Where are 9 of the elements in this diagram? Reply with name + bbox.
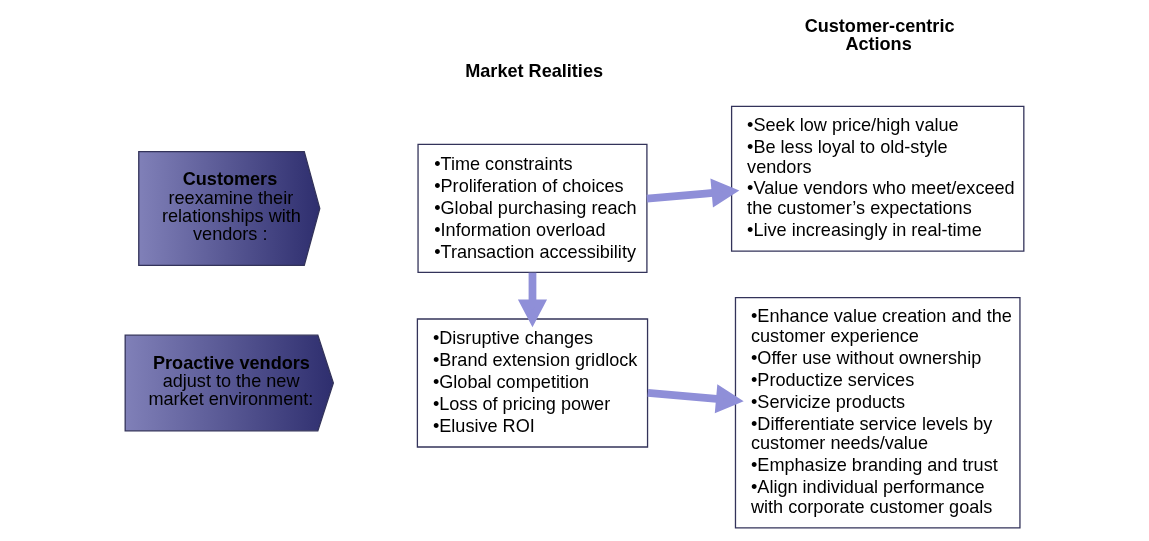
arrow	[647, 384, 744, 414]
arrow	[517, 272, 548, 328]
node-box: •Seek low price/high value •Be less loyal to old-style vendors •Value vendors who meet/exceed the customer’s expectations •Live increasingly in real-time	[730, 105, 1025, 252]
label: Customer-centric Actions	[804, 15, 955, 54]
node-box: •Enhance value creation and the customer experience •Offer use without ownership •Productize services •Servicize products •Differentiate service levels by customer needs/value •Emphasize branding and trust •Align individual performance with corporate customer goals	[734, 297, 1021, 529]
label: Market Realities	[465, 61, 604, 82]
node-box: •Disruptive changes •Brand extension gridlock •Global competition •Loss of pricing power •Elusive ROI	[416, 318, 649, 448]
node-box: •Time constraints •Proliferation of choices •Global purchasing reach •Information overload •Transaction accessibility	[417, 143, 648, 274]
arrow	[646, 178, 740, 208]
